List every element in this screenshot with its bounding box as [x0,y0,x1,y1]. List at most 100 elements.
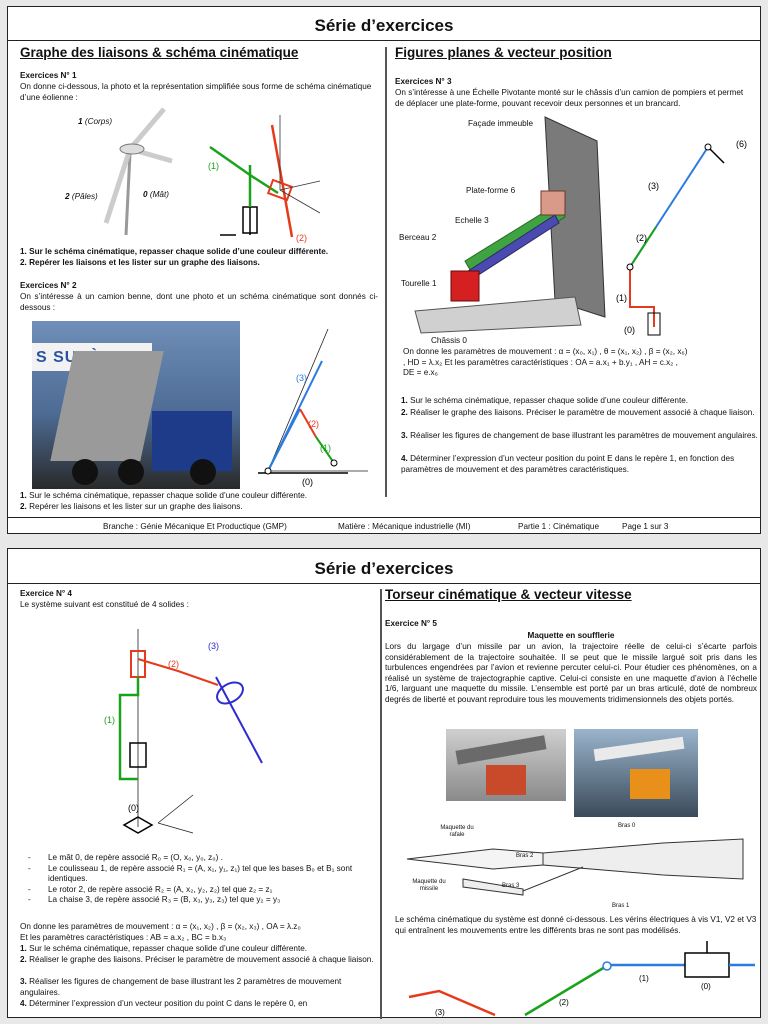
turbine-mast [124,152,132,236]
section-heading-figures: Figures planes & vecteur position [395,45,612,60]
label-rafale: Maquette du rafale [440,825,474,838]
pivot-housing [647,312,661,336]
page-title: Série d’exercices [314,559,454,578]
exercise-3-question-1: 1. Sur le schéma cinématique, repasser c… [401,396,761,407]
axis-x0 [157,822,194,834]
label-chassis: Châssis 0 [431,336,467,345]
axis-y0 [157,794,194,824]
solid-2-label: (2) [296,233,307,243]
turbine-blade [128,107,166,151]
parameters-line: Et les paramètres caractéristiques : AB … [20,932,227,942]
solid-2-label: (2) [168,659,179,669]
solid-1-label: (1) [104,715,115,725]
solid-6-line [707,146,725,164]
pales-hub [266,178,294,202]
exercise-5-label: Exercice N° 5 [385,619,437,628]
ladder-kinematic-schema: (3) (2) (1) (0) (6) [616,139,747,336]
wind-turbine-kinematic-schema: (1) (2) [208,115,321,243]
solid-0-label: (0) [701,982,711,991]
solid-1-line [629,267,655,327]
green-solid-line [524,965,606,1017]
exercise-4-parameters: On donne les paramètres de mouvement : α… [20,922,380,943]
arm-link [522,866,584,892]
point-a [626,263,634,271]
parameters-line: On donne les paramètres de mouvement : α… [403,347,688,356]
exercise-4-question-1: 1. Sur le schéma cinématique, repasser c… [20,944,382,955]
wind-tunnel-photo-2 [574,729,698,817]
page-2: Série d’exercices Torseur cinématique & … [7,548,761,1019]
exercise-2-intro: On s’intéresse à un camion benne, dont u… [20,292,378,312]
tourelle [450,270,480,302]
exercise-3-parameters: On donne les paramètres de mouvement : α… [403,347,758,379]
question-text: Déterminer l’expression d’un vecteur pos… [29,999,308,1008]
solid-3-label: (3) [208,641,219,651]
question-number: 1. [20,491,27,500]
exercise-4-question-4: 4. Déterminer l’expression d’un vecteur … [20,999,382,1010]
label-pales-number: 2 [65,192,70,201]
base-0 [122,816,154,834]
label-berceau: Berceau 2 [399,233,437,242]
arm-kinematic-schema: (1) (0) (3) (2) [408,941,755,1017]
red-solid-line [408,989,496,1017]
axis-y3 [267,328,329,472]
question-text: Déterminer l’expression d’un vecteur pos… [401,454,735,474]
truck-cab [152,411,232,471]
label-bras3: Bras 3 [502,883,520,889]
solid-0-label: (0) [302,477,313,487]
solid-1-label: (1) [616,293,627,303]
title-divider [8,583,760,584]
question-number: 1. [20,247,27,256]
solid-1-label: (1) [320,443,331,453]
exercise-1-question-1: 1. Sur le schéma cinématique, repasser c… [20,247,378,258]
label-mat: 0 (Mât) [143,190,169,201]
exercise-4-question-2: 2. Réaliser le graphe des liaisons. Préc… [20,955,382,966]
robot-arm [486,765,526,795]
label-corps-number: 1 [78,117,83,126]
solid-3-label: (3) [296,373,307,383]
dump-truck-photo: S SUPÈRE [32,321,240,489]
point-d [704,143,712,151]
label-corps-text: (Corps) [84,117,113,126]
parameters-line: , HD = λ.x₂ Et les paramètres caractéris… [403,357,678,367]
label-bras2: Bras 2 [516,853,534,859]
solid-definition: Le rotor 2, de repère associé R₂ = (A, x… [22,885,382,896]
question-number: 4. [401,454,408,463]
question-number: 2. [20,502,27,511]
question-text: Repérer les liaisons et les lister sur u… [29,502,243,511]
solid-2-label: (2) [308,419,319,429]
footer-matiere: Matière : Mécanique industrielle (MI) [338,522,471,531]
truck-wheel [72,459,98,485]
column-divider [385,47,387,497]
question-number: 1. [401,396,408,405]
point-a [602,961,612,971]
label-pales-text: (Pâles) [71,192,98,201]
exercise-3-question-4: 4. Déterminer l’expression d’un vecteur … [401,454,763,475]
footer-page: Page 1 sur 3 [622,522,669,531]
label-mat-text: (Mât) [149,190,169,199]
solid-1-label: (1) [208,161,219,171]
section-heading-liaisons: Graphe des liaisons & schéma cinématique [20,45,299,60]
question-text: Sur le schéma cinématique, repasser chaq… [29,491,308,500]
exercise-1-label: Exercices N° 1 [20,71,77,80]
solid-3-pivot [216,681,244,705]
arm-body [542,838,744,880]
solid-6-label: (6) [736,139,747,149]
footer-partie: Partie 1 : Cinématique [518,522,600,531]
exercise-4-intro: Le système suivant est constitué de 4 so… [20,600,189,609]
exercise-2-label: Exercices N° 2 [20,281,77,290]
question-text: Réaliser le graphe des liaisons. Précise… [29,955,374,964]
solid-2-label: (2) [559,998,569,1007]
question-text: Sur le schéma cinématique, repasser chaq… [410,396,689,405]
missile-model [462,878,524,896]
label-mat-number: 0 [143,190,148,199]
label-tourelle: Tourelle 1 [401,279,437,288]
exercise-1-question-2: 2. Repérer les liaisons et les lister su… [20,258,378,269]
page-title: Série d’exercices [314,16,454,35]
turbine-body [119,143,145,155]
solid-0-label: (0) [624,325,635,335]
exercise-5-body: Lors du largage d’un missile par un avio… [385,642,757,704]
verin-2-line [299,408,317,438]
axis-y [279,180,321,191]
ladder-truck-illustration [414,116,606,334]
label-corps: 1 (Corps) [78,117,112,128]
